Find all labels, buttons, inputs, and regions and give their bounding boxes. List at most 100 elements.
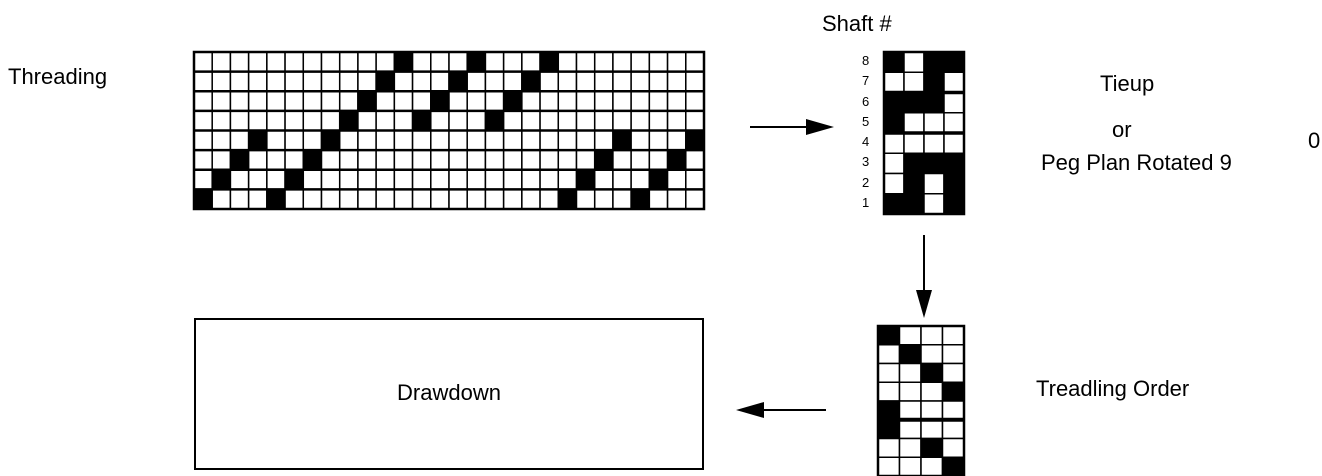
tieup-cell-filled [943,152,965,175]
threading-cell [411,169,432,191]
threading-cell [521,90,541,112]
threading-cell [375,129,396,151]
threading-cell [266,51,286,73]
threading-cell [193,129,213,151]
treadling-cell-filled [898,344,922,365]
arrow-threading-to-tieup-head [806,119,834,135]
threading-cell [320,70,341,92]
threading-cell [302,90,323,112]
threading-cell [630,169,651,191]
tieup-cell [883,152,905,175]
threading-cell [375,149,396,171]
treadling-cell [898,437,922,458]
threading-cell-filled [539,51,560,73]
threading-cell [266,129,286,151]
tieup-cell [923,193,945,215]
threading-cell [521,110,541,132]
threading-cell [211,70,232,92]
threading-cell [593,129,614,151]
threading-cell [193,149,213,171]
treadling-cell [877,344,901,365]
tieup-cell [923,172,945,195]
threading-cell [357,70,377,92]
threading-cell [266,90,286,112]
threading-cell [521,149,541,171]
threading-cell-filled [247,129,268,151]
threading-cell [612,188,632,210]
threading-cell [612,169,632,191]
treadling-cell [941,362,965,383]
threading-cell [539,90,560,112]
threading-cell-filled [320,129,341,151]
threading-cell [648,110,669,132]
threading-cell [521,129,541,151]
threading-cell [357,149,377,171]
threading-cell [411,70,432,92]
threading-cell [338,51,359,73]
threading-cell [393,149,414,171]
threading-cell-filled [593,149,614,171]
threading-cell [247,149,268,171]
threading-cell [448,188,468,210]
threading-cell [593,70,614,92]
threading-cell [539,70,560,92]
threading-cell [375,90,396,112]
tieup-cell-filled [903,172,925,195]
threading-cell [666,90,687,112]
threading-cell [630,70,651,92]
threading-cell-filled [502,90,523,112]
tieup-cell-filled [883,51,905,73]
threading-cell-filled [302,149,323,171]
threading-cell [284,110,305,132]
threading-cell [648,70,669,92]
threading-cell [430,51,450,73]
treadling-cell [941,419,965,440]
threading-cell [393,169,414,191]
treadling-cell-filled [920,362,944,383]
threading-cell [666,110,687,132]
tieup-cell [943,132,965,154]
threading-cell-filled [393,51,414,73]
threading-cell [502,51,523,73]
threading-cell [211,188,232,210]
threading-cell [284,90,305,112]
threading-cell [648,129,669,151]
threading-cell [247,51,268,73]
threading-cell [557,149,578,171]
threading-cell [593,90,614,112]
tieup-cell [943,91,965,114]
threading-cell [539,188,560,210]
threading-cell [685,90,705,112]
threading-cell-filled [266,188,286,210]
threading-cell [630,51,651,73]
threading-cell [320,90,341,112]
tieup-cell-filled [903,91,925,114]
threading-cell [575,188,596,210]
threading-cell [502,149,523,171]
threading-cell [557,51,578,73]
threading-cell [338,169,359,191]
threading-cell [648,51,669,73]
threading-cell [430,169,450,191]
threading-cell [375,188,396,210]
treadling-cell [898,362,922,383]
threading-cell-filled [521,70,541,92]
tieup-cell-filled [883,112,905,134]
threading-cell [193,70,213,92]
treadling-cell [877,437,901,458]
threading-cell-filled [448,70,468,92]
threading-grid [192,50,706,211]
threading-cell [320,149,341,171]
threading-cell [466,149,487,171]
threading-cell-filled [375,70,396,92]
treadling-cell [898,381,922,402]
treadling-cell [898,400,922,421]
threading-cell [557,129,578,151]
threading-cell [484,129,505,151]
threading-cell-filled [357,90,377,112]
arrow-tieup-to-treadling-head [916,290,932,318]
threading-cell [557,90,578,112]
threading-cell-filled [484,110,505,132]
threading-cell [411,90,432,112]
treadling-cell [920,456,944,476]
